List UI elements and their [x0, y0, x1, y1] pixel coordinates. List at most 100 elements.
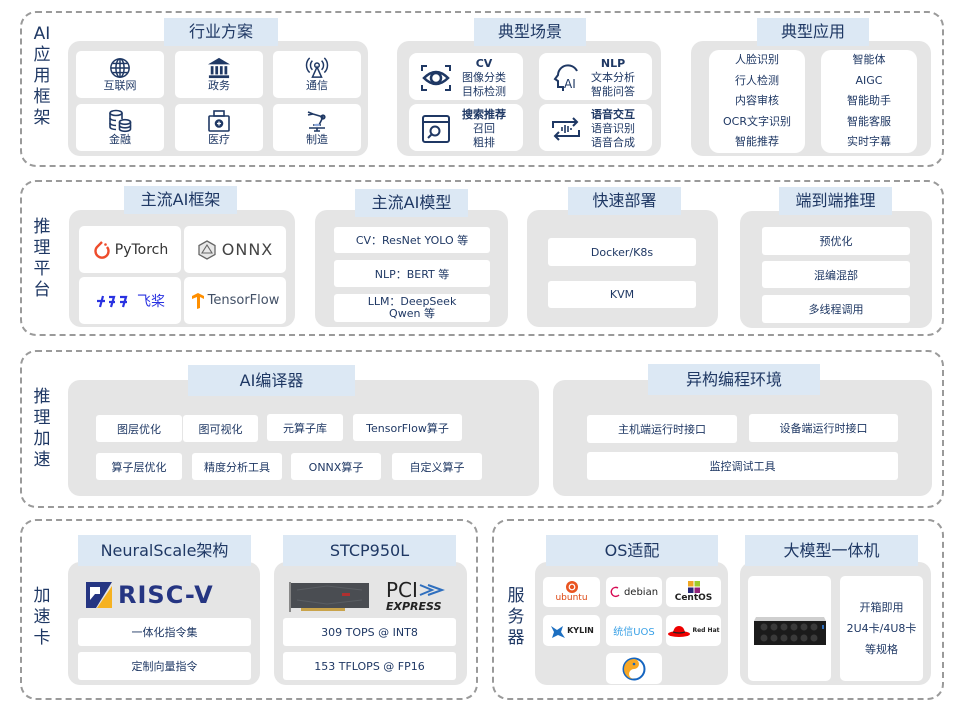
compiler-item[interactable]: 元算子库 — [267, 414, 343, 441]
application-item[interactable]: 智能助手 — [847, 94, 891, 107]
riscv-logo: RISC-V — [86, 580, 246, 610]
pcie-card-icon — [289, 582, 369, 612]
compiler-item[interactable]: 图层优化 — [96, 415, 182, 442]
application-item[interactable]: OCR文字识别 — [723, 114, 791, 128]
coins-icon — [109, 109, 132, 132]
eye-icon — [421, 65, 451, 91]
industry-item-manufacturing[interactable]: 制造 — [273, 104, 361, 151]
industry-item-government[interactable]: 政务 — [175, 51, 263, 98]
layer-accelerator-card — [20, 519, 478, 700]
framework-tensorflow[interactable]: TensorFlow — [184, 277, 286, 324]
stcp-item-fp16[interactable]: 153 TFLOPS @ FP16 — [283, 652, 456, 680]
arch-item-vector-isa[interactable]: 定制向量指令 — [78, 652, 251, 680]
onnx-logo-icon — [198, 239, 216, 260]
stcp-item-int8[interactable]: 309 TOPS @ INT8 — [283, 618, 456, 646]
globe-icon — [110, 57, 130, 78]
compiler-item[interactable]: ONNX算子 — [291, 453, 381, 480]
application-item[interactable]: 智能体 — [852, 53, 886, 66]
scenarios-title: 典型场景 — [474, 18, 586, 46]
government-building-icon — [208, 57, 230, 78]
ubuntu-logo-icon — [565, 581, 578, 593]
compiler-item[interactable]: TensorFlow算子 — [353, 414, 462, 441]
e2e-item-mixed[interactable]: 混编混部 — [762, 261, 910, 288]
application-item[interactable]: 智能推荐 — [735, 135, 779, 148]
framework-onnx[interactable]: ONNX — [184, 226, 286, 273]
model-item-cv[interactable]: CV：ResNet YOLO 等 — [334, 227, 490, 253]
compiler-title: AI编译器 — [188, 365, 355, 396]
model-item-llm[interactable]: LLM：DeepSeek Qwen 等 — [334, 294, 490, 322]
os-centos[interactable]: CentOS — [666, 577, 721, 607]
pytorch-logo-icon — [94, 240, 110, 259]
layer-label-inference-platform: 推理平台 — [33, 217, 51, 300]
e2e-item-preopt[interactable]: 预优化 — [762, 227, 910, 255]
application-item[interactable]: 实时字幕 — [847, 135, 891, 148]
aio-spec-card[interactable]: 开箱即用 2U4卡/4U8卡 等规格 — [840, 576, 923, 681]
layer-label-inference-acceleration: 推理加速 — [33, 387, 51, 470]
kylin-logo-icon — [551, 625, 566, 638]
layer-server — [492, 519, 944, 700]
pci-express-logo: PCI EXPRESS — [386, 580, 456, 614]
centos-logo-icon — [687, 580, 700, 593]
aio-server-image — [748, 576, 831, 681]
frameworks-title: 主流AI框架 — [124, 186, 237, 214]
hetero-item-device-runtime[interactable]: 设备端运行时接口 — [749, 414, 898, 442]
application-item[interactable]: 智能客服 — [847, 114, 891, 128]
deploy-panel — [527, 210, 718, 327]
application-item[interactable]: 行人检测 — [735, 73, 779, 87]
deploy-item-kvm[interactable]: KVM — [548, 281, 696, 308]
ai-head-icon: AI — [553, 64, 578, 91]
applications-list-right: 智能体 AIGC 智能助手 智能客服 实时字幕 — [821, 50, 917, 153]
industry-item-finance[interactable]: 金融 — [76, 104, 164, 151]
framework-paddlepaddle[interactable]: 飞桨 — [79, 277, 181, 324]
deploy-title: 快速部署 — [568, 187, 681, 215]
chevron-arrows-icon — [419, 584, 445, 596]
os-debian[interactable]: debian — [606, 577, 662, 607]
framework-pytorch[interactable]: PyTorch — [79, 226, 181, 273]
robot-arm-icon — [307, 110, 326, 132]
os-ubuntu[interactable]: ubuntu — [543, 577, 600, 607]
antenna-icon — [305, 56, 329, 78]
industry-title: 行业方案 — [164, 18, 278, 46]
debian-logo-icon — [610, 586, 620, 598]
os-openeuler[interactable]: openEuler — [606, 653, 662, 684]
layer-label-accelerator-card: 加速卡 — [33, 586, 51, 648]
compiler-item[interactable]: 精度分析工具 — [192, 453, 282, 480]
application-item[interactable]: AIGC — [855, 73, 883, 87]
arch-item-unified-isa[interactable]: 一体化指令集 — [78, 618, 251, 646]
stcp-title: STCP950L — [283, 535, 456, 566]
deploy-item-docker[interactable]: Docker/K8s — [548, 238, 696, 266]
os-redhat[interactable]: Red Hat — [666, 615, 721, 646]
aio-title: 大模型一体机 — [745, 535, 918, 566]
arch-title: NeuralScale架构 — [78, 535, 251, 566]
riscv-mark-icon — [86, 582, 112, 608]
hetero-item-host-runtime[interactable]: 主机端运行时接口 — [587, 415, 737, 443]
industry-item-telecom[interactable]: 通信 — [273, 51, 361, 98]
os-uos[interactable]: 统信UOS — [606, 615, 662, 646]
hetero-item-monitor-debug[interactable]: 监控调试工具 — [587, 452, 898, 480]
medical-kit-icon — [208, 109, 230, 132]
layer-label-ai-app: AI应用框架 — [33, 24, 51, 128]
applications-title: 典型应用 — [757, 18, 869, 46]
industry-item-medical[interactable]: 医疗 — [175, 104, 263, 151]
application-item[interactable]: 内容审核 — [735, 94, 779, 107]
accelerator-card-image — [287, 580, 371, 615]
industry-item-internet[interactable]: 互联网 — [76, 51, 164, 98]
compiler-item[interactable]: 图可视化 — [183, 415, 258, 442]
scenario-voice[interactable]: 语音交互语音识别语音合成 — [539, 104, 652, 151]
openeuler-logo-icon — [622, 657, 646, 680]
os-kylin[interactable]: KYLIN — [543, 615, 600, 646]
voice-exchange-icon — [552, 117, 580, 141]
tensorflow-logo-icon — [191, 292, 204, 309]
compiler-item[interactable]: 自定义算子 — [392, 453, 482, 480]
e2e-item-multithread[interactable]: 多线程调用 — [762, 295, 910, 323]
model-item-nlp[interactable]: NLP：BERT 等 — [334, 260, 490, 287]
application-item[interactable]: 人脸识别 — [735, 53, 779, 66]
os-title: OS适配 — [546, 535, 718, 566]
compiler-item[interactable]: 算子层优化 — [96, 453, 182, 480]
paddle-logo-icon — [97, 295, 128, 307]
scenario-search-recommend[interactable]: 搜索推荐召回粗排 — [409, 104, 523, 151]
hetero-title: 异构编程环境 — [648, 364, 820, 395]
layer-label-server: 服务器 — [507, 586, 525, 648]
